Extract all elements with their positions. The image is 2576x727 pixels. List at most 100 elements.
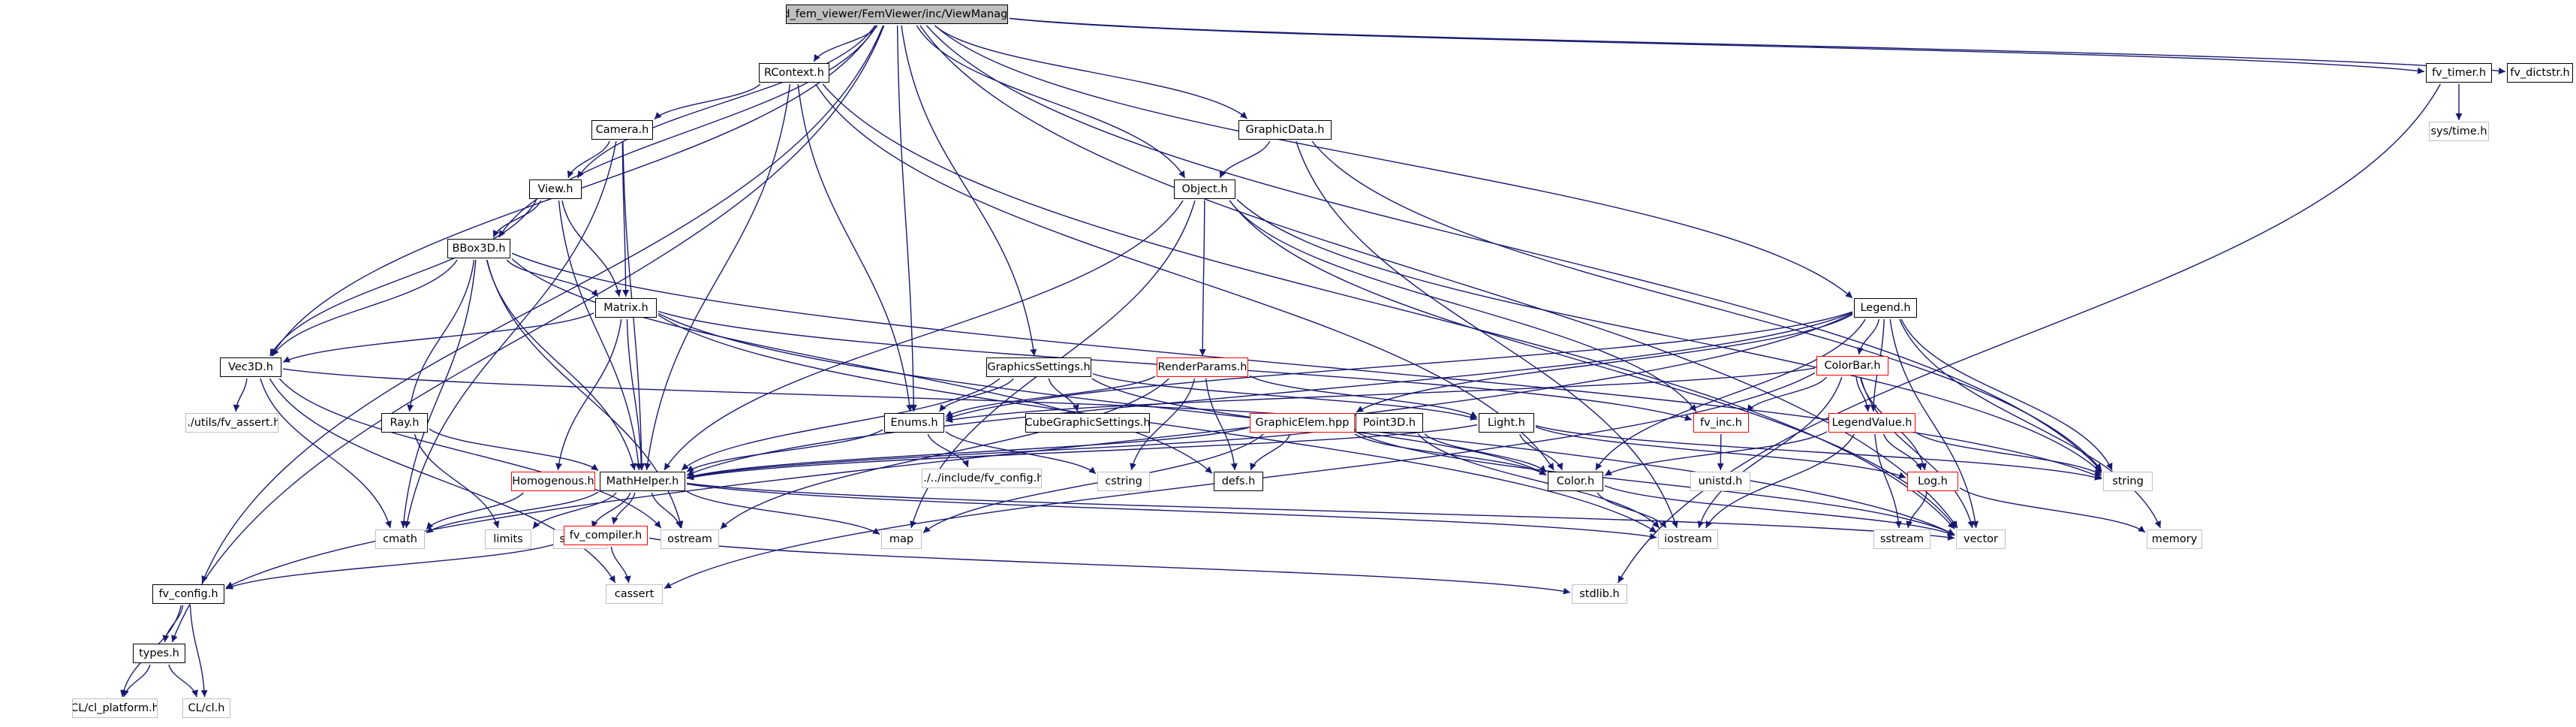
node-label: LegendValue.h (1831, 416, 1912, 429)
edge-legend-to-graphicelem (1356, 314, 1853, 413)
edge-fvconfig-to-clcl (189, 605, 208, 698)
node-cubegraphicsettings[interactable]: CubeGraphicSettings.h (1025, 413, 1150, 433)
node-fvcompiler[interactable]: fv_compiler.h (564, 526, 648, 545)
node-label: Vec3D.h (228, 360, 273, 373)
node-renderparams[interactable]: RenderParams.h (1157, 357, 1248, 377)
node-ray[interactable]: Ray.h (381, 413, 428, 433)
node-label: MathHelper.h (606, 475, 679, 487)
node-vm[interactable]: mod_fem_viewer/FemViewer/inc/ViewManager… (786, 5, 1008, 24)
node-light[interactable]: Light.h (1479, 413, 1534, 433)
node-label: Enums.h (890, 416, 938, 429)
edge-enums-to-includefvconfig (927, 433, 969, 468)
node-label: cassert (614, 587, 655, 600)
edge-vm-to-vector (919, 25, 1958, 529)
node-label: iostream (1664, 532, 1712, 545)
node-fvdictstr[interactable]: fv_dictstr.h (2507, 63, 2573, 83)
edge-fvcompiler-to-stdlib (649, 537, 1571, 595)
edge-ray-to-limits (414, 433, 500, 529)
node-point3d[interactable]: Point3D.h (1356, 413, 1423, 433)
node-label: fv_dictstr.h (2510, 66, 2570, 79)
node-colorbar[interactable]: ColorBar.h (1816, 356, 1888, 376)
node-legend[interactable]: Legend.h (1854, 298, 1917, 318)
edge-color-to-vector (1604, 484, 1955, 536)
edge-colorbar-to-fvinc (1746, 376, 1828, 412)
node-label: Light.h (1488, 416, 1525, 429)
edge-point3d-to-mathhelper (686, 425, 1355, 480)
node-homogenous[interactable]: Homogenous.h (511, 472, 595, 491)
edge-vm-to-fvdictstr (1009, 17, 2506, 74)
edge-colorbar-to-legendvalue (1855, 376, 1871, 412)
node-rcontext[interactable]: RContext.h (759, 63, 829, 83)
edge-vec3d-to-fvassert (233, 378, 248, 412)
edge-vec3d-to-ostream (278, 378, 662, 529)
edge-matrix-to-mathhelper (626, 318, 645, 471)
node-matrix[interactable]: Matrix.h (595, 298, 657, 318)
edge-view-to-vec3d (269, 200, 537, 357)
node-fvinc[interactable]: fv_inc.h (1693, 413, 1749, 433)
edge-matrix-to-homogenous (555, 318, 622, 471)
node-label: Legend.h (1860, 301, 1911, 314)
node-limits: limits (485, 529, 531, 549)
node-label: ostream (667, 532, 712, 545)
node-bbox3d[interactable]: BBox3D.h (447, 239, 510, 258)
node-fvconfig[interactable]: fv_config.h (152, 584, 224, 604)
node-label: sys/time.h (2430, 125, 2487, 137)
edge-vm-to-enums (896, 25, 917, 412)
node-label: ColorBar.h (1824, 359, 1881, 372)
node-label: RContext.h (764, 66, 824, 79)
edge-view-to-bbox3d (492, 200, 542, 238)
edge-vm-to-bbox3d (498, 25, 877, 238)
edge-log-to-memory (1959, 487, 2146, 533)
edge-legendvalue-to-log (1882, 433, 1922, 471)
node-view[interactable]: View.h (529, 179, 582, 199)
edge-vm-to-string (925, 25, 2102, 472)
edge-vec3d-to-cmath (260, 378, 392, 529)
edge-light-to-mathhelper (686, 424, 1478, 481)
node-graphicdata[interactable]: GraphicData.h (1238, 120, 1332, 140)
node-graphicssettings[interactable]: GraphicsSettings.h (986, 357, 1091, 377)
node-label: types.h (139, 647, 179, 659)
edge-legend-to-enums (945, 311, 1853, 421)
edge-color-to-iostream (1596, 492, 1667, 529)
node-string: string (2103, 472, 2153, 491)
node-label: vector (1964, 532, 1998, 545)
edge-rcontext-to-camera (654, 83, 761, 120)
edge-matrix-to-iostream (658, 314, 1657, 533)
edge-mathhelper-to-map (686, 490, 880, 535)
edge-vm-to-legend (934, 25, 1853, 299)
edge-fvcompiler-to-fvconfig (225, 541, 563, 590)
edge-vm-to-view (576, 25, 876, 179)
node-legendvalue[interactable]: LegendValue.h (1828, 413, 1915, 433)
node-mathhelper[interactable]: MathHelper.h (600, 472, 685, 491)
node-types[interactable]: types.h (133, 644, 185, 663)
edge-camera-to-view (567, 140, 610, 179)
node-label: Matrix.h (603, 301, 649, 314)
edge-mathhelper-to-cmath (426, 491, 599, 534)
edge-view-to-mathhelper (558, 200, 642, 471)
edge-renderparams-to-light (1249, 375, 1478, 418)
edge-graphicssettings-to-enums (939, 378, 1014, 412)
node-color[interactable]: Color.h (1548, 472, 1603, 491)
node-enums[interactable]: Enums.h (884, 413, 944, 433)
node-object[interactable]: Object.h (1174, 179, 1235, 199)
node-vec3d[interactable]: Vec3D.h (220, 357, 281, 377)
node-fvtimer[interactable]: fv_timer.h (2426, 63, 2492, 83)
edge-mathhelper-to-ostream (651, 492, 682, 529)
edge-light-to-color (1519, 433, 1563, 471)
edge-legendvalue-to-iostream (1705, 433, 1855, 529)
edge-renderparams-to-defs (1205, 378, 1238, 471)
node-defs[interactable]: defs.h (1214, 472, 1263, 491)
edge-fvtimer-to-stdlib (1618, 83, 2441, 584)
node-log[interactable]: Log.h (1907, 472, 1958, 491)
node-cassert: cassert (606, 584, 663, 604)
edge-bbox3d-to-ray (407, 259, 475, 412)
node-cstring: cstring (1097, 472, 1150, 491)
node-graphicelem[interactable]: GraphicElem.hpp (1250, 413, 1355, 433)
edge-rcontext-to-enums (797, 83, 913, 412)
edge-camera-to-cmath (404, 140, 617, 529)
node-camera[interactable]: Camera.h (591, 120, 653, 140)
edge-vm-to-graphicdata (934, 25, 1248, 119)
edge-graphicelem-to-defs (1250, 433, 1291, 471)
edge-graphicdata-to-string (1311, 140, 2102, 471)
node-fvassert: ../utils/fv_assert.h (185, 413, 278, 433)
